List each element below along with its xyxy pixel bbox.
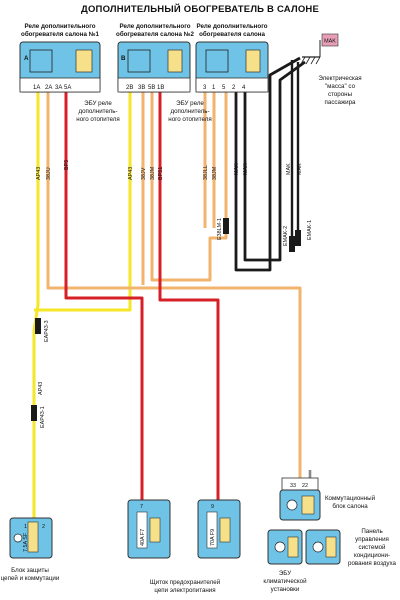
relay3-pin1: 3 [203,85,207,91]
ground-line1: Электрическая [318,75,361,82]
relay1-title-2: обогревателя салона №1 [21,31,99,38]
wire-code-12: MAK [286,163,292,175]
switch-block: 33 22 [279,477,321,521]
wire-code-2: 38JU [46,167,52,180]
relay-3: 3 1 5 2 4 [195,41,269,93]
relay3-pin3: 5 [222,85,226,91]
relay1-title-1: Реле дополнительного [25,23,96,30]
wire-black-relay3-a [234,56,301,272]
relay3-title-2: обогревателя салона [199,31,265,38]
relay3-pin5: 4 [242,85,246,91]
ac-panel-line3: системой [358,544,386,551]
fuse2-pin: 9 [211,504,214,510]
wire-code-11: MAK [243,163,249,175]
relay1-pin1: 1A [33,85,40,91]
climate-ecu-line3: установки [271,586,300,593]
diagram-title: ДОПОЛНИТЕЛЬНЫЙ ОБОГРЕВАТЕЛЬ В САЛОНЕ [81,3,319,15]
relay2-title-2: обогревателя салона №2 [116,31,194,38]
fuse-box-2: 9 70A F9 [197,499,241,559]
fuse1-pin: 7 [140,504,143,510]
fuse-block-line1: Блок защиты [11,567,49,574]
wire-yellow-relay2 [34,92,132,312]
ecu1-line3: ного отопителя [76,116,119,123]
fuse2-label: 70A F9 [210,529,216,546]
wire-code-4: AP43 [128,167,134,180]
ecu1-line2: дополнитель- [78,108,117,115]
connector-c6: AP43 [38,382,44,395]
relay2-pin2: 3B [138,85,145,91]
relay1-pin3: 3A [55,85,62,91]
fuse-box: 7 40A F7 [127,499,171,559]
wire-code-9: 38JM [212,166,218,180]
relay1-tag: A [24,55,29,62]
wire-code-8: 38JLL [203,165,209,180]
inline-connectors: E38LM-1 EMAK-2 EMAK-1 EAP43-3 EAP43-1 AP… [31,218,313,428]
wire-red-relay1 [64,92,144,505]
fuse-block-pin3: 2 [42,524,45,530]
relay2-pin1: 2B [126,85,133,91]
wire-black-upper [290,60,300,240]
relay2-pin3: 5B [148,85,155,91]
fuse1-label: 40A F7 [140,529,146,546]
connector-c4: EAP43-3 [44,320,50,342]
ecu2-line2: дополнитель- [170,108,209,115]
relay-1: A 1A 2A 3A 5A [19,41,101,93]
ground-line3: стороны [328,91,353,98]
connector-c3: EMAK-1 [307,220,313,240]
wire-red-relay2 [158,92,220,505]
wire-code-5: 38JV [141,167,147,180]
wires [32,56,312,520]
fuse-box-line2: цепи электропитания [154,587,215,594]
relay1-pin2: 2A [45,85,52,91]
fuse-block-line2: цепей и коммутации [1,575,60,582]
wire-yellow-relay1 [32,92,40,520]
relay3-pin4: 2 [232,85,236,91]
ecu2-line3: ного отопителя [168,116,211,123]
wire-code-1: AP43 [36,167,42,180]
switch-line1: Коммутационный [325,495,376,502]
ac-panel-line1: Панель [361,528,382,535]
wire-code-13: MAK [297,163,303,175]
wire-codes: AP43 38JU BP5 AP43 38JV 38JM BP51 38JLL … [36,160,303,180]
relay2-tag: B [121,55,126,62]
climate-ecu [267,529,303,565]
ground-line2: "масса" со [325,83,356,90]
connector-c2: EMAK-2 [283,226,289,246]
wire-code-3: BP5 [64,160,70,170]
switch-pin-b: 22 [302,483,308,489]
wire-black-relay3-b [243,60,306,262]
climate-ecu-line1: ЭБУ [279,570,291,577]
wire-code-6: 38JM [150,166,156,180]
relay3-pin2: 1 [212,85,216,91]
ecu2-line1: ЭБУ реле [176,100,204,107]
relay2-pin4: 1B [157,85,164,91]
fuse-block-pin2: 7.5A SF [23,532,29,552]
ground-line4: пассажира [325,99,356,106]
wire-orange-relay1 [46,92,302,470]
fuse-block-pin1: 1 [24,524,27,530]
wire-code-7: BP51 [158,167,164,180]
ground-badge: MAK [324,39,336,45]
relay-2: B 2B 3B 5B 1B [117,41,191,93]
switch-line2: блок салона [332,503,368,510]
fuse-block: 1 7.5A SF 2 [9,517,53,559]
fuse-box-line1: Щиток предохранителей [150,579,221,586]
ground-symbol: MAK [300,33,339,65]
wire-code-10: MAK [234,163,240,175]
switch-pin-a: 33 [290,483,296,489]
ecu1-line1: ЭБУ реле [84,100,112,107]
climate-ecu-line2: климатической [263,578,307,585]
relay3-title-1: Реле дополнительного [197,23,268,30]
ac-panel-line4: кондициони- [354,552,390,559]
relay2-title-1: Реле дополнительного [120,23,191,30]
relay1-pin4: 5A [64,85,71,91]
connector-c5: EAP43-1 [40,406,46,428]
ac-panel-line2: управления [355,536,389,543]
ac-panel [305,529,341,565]
connector-c1: E38LM-1 [217,218,223,240]
ac-panel-line5: рования воздуха [348,560,397,567]
